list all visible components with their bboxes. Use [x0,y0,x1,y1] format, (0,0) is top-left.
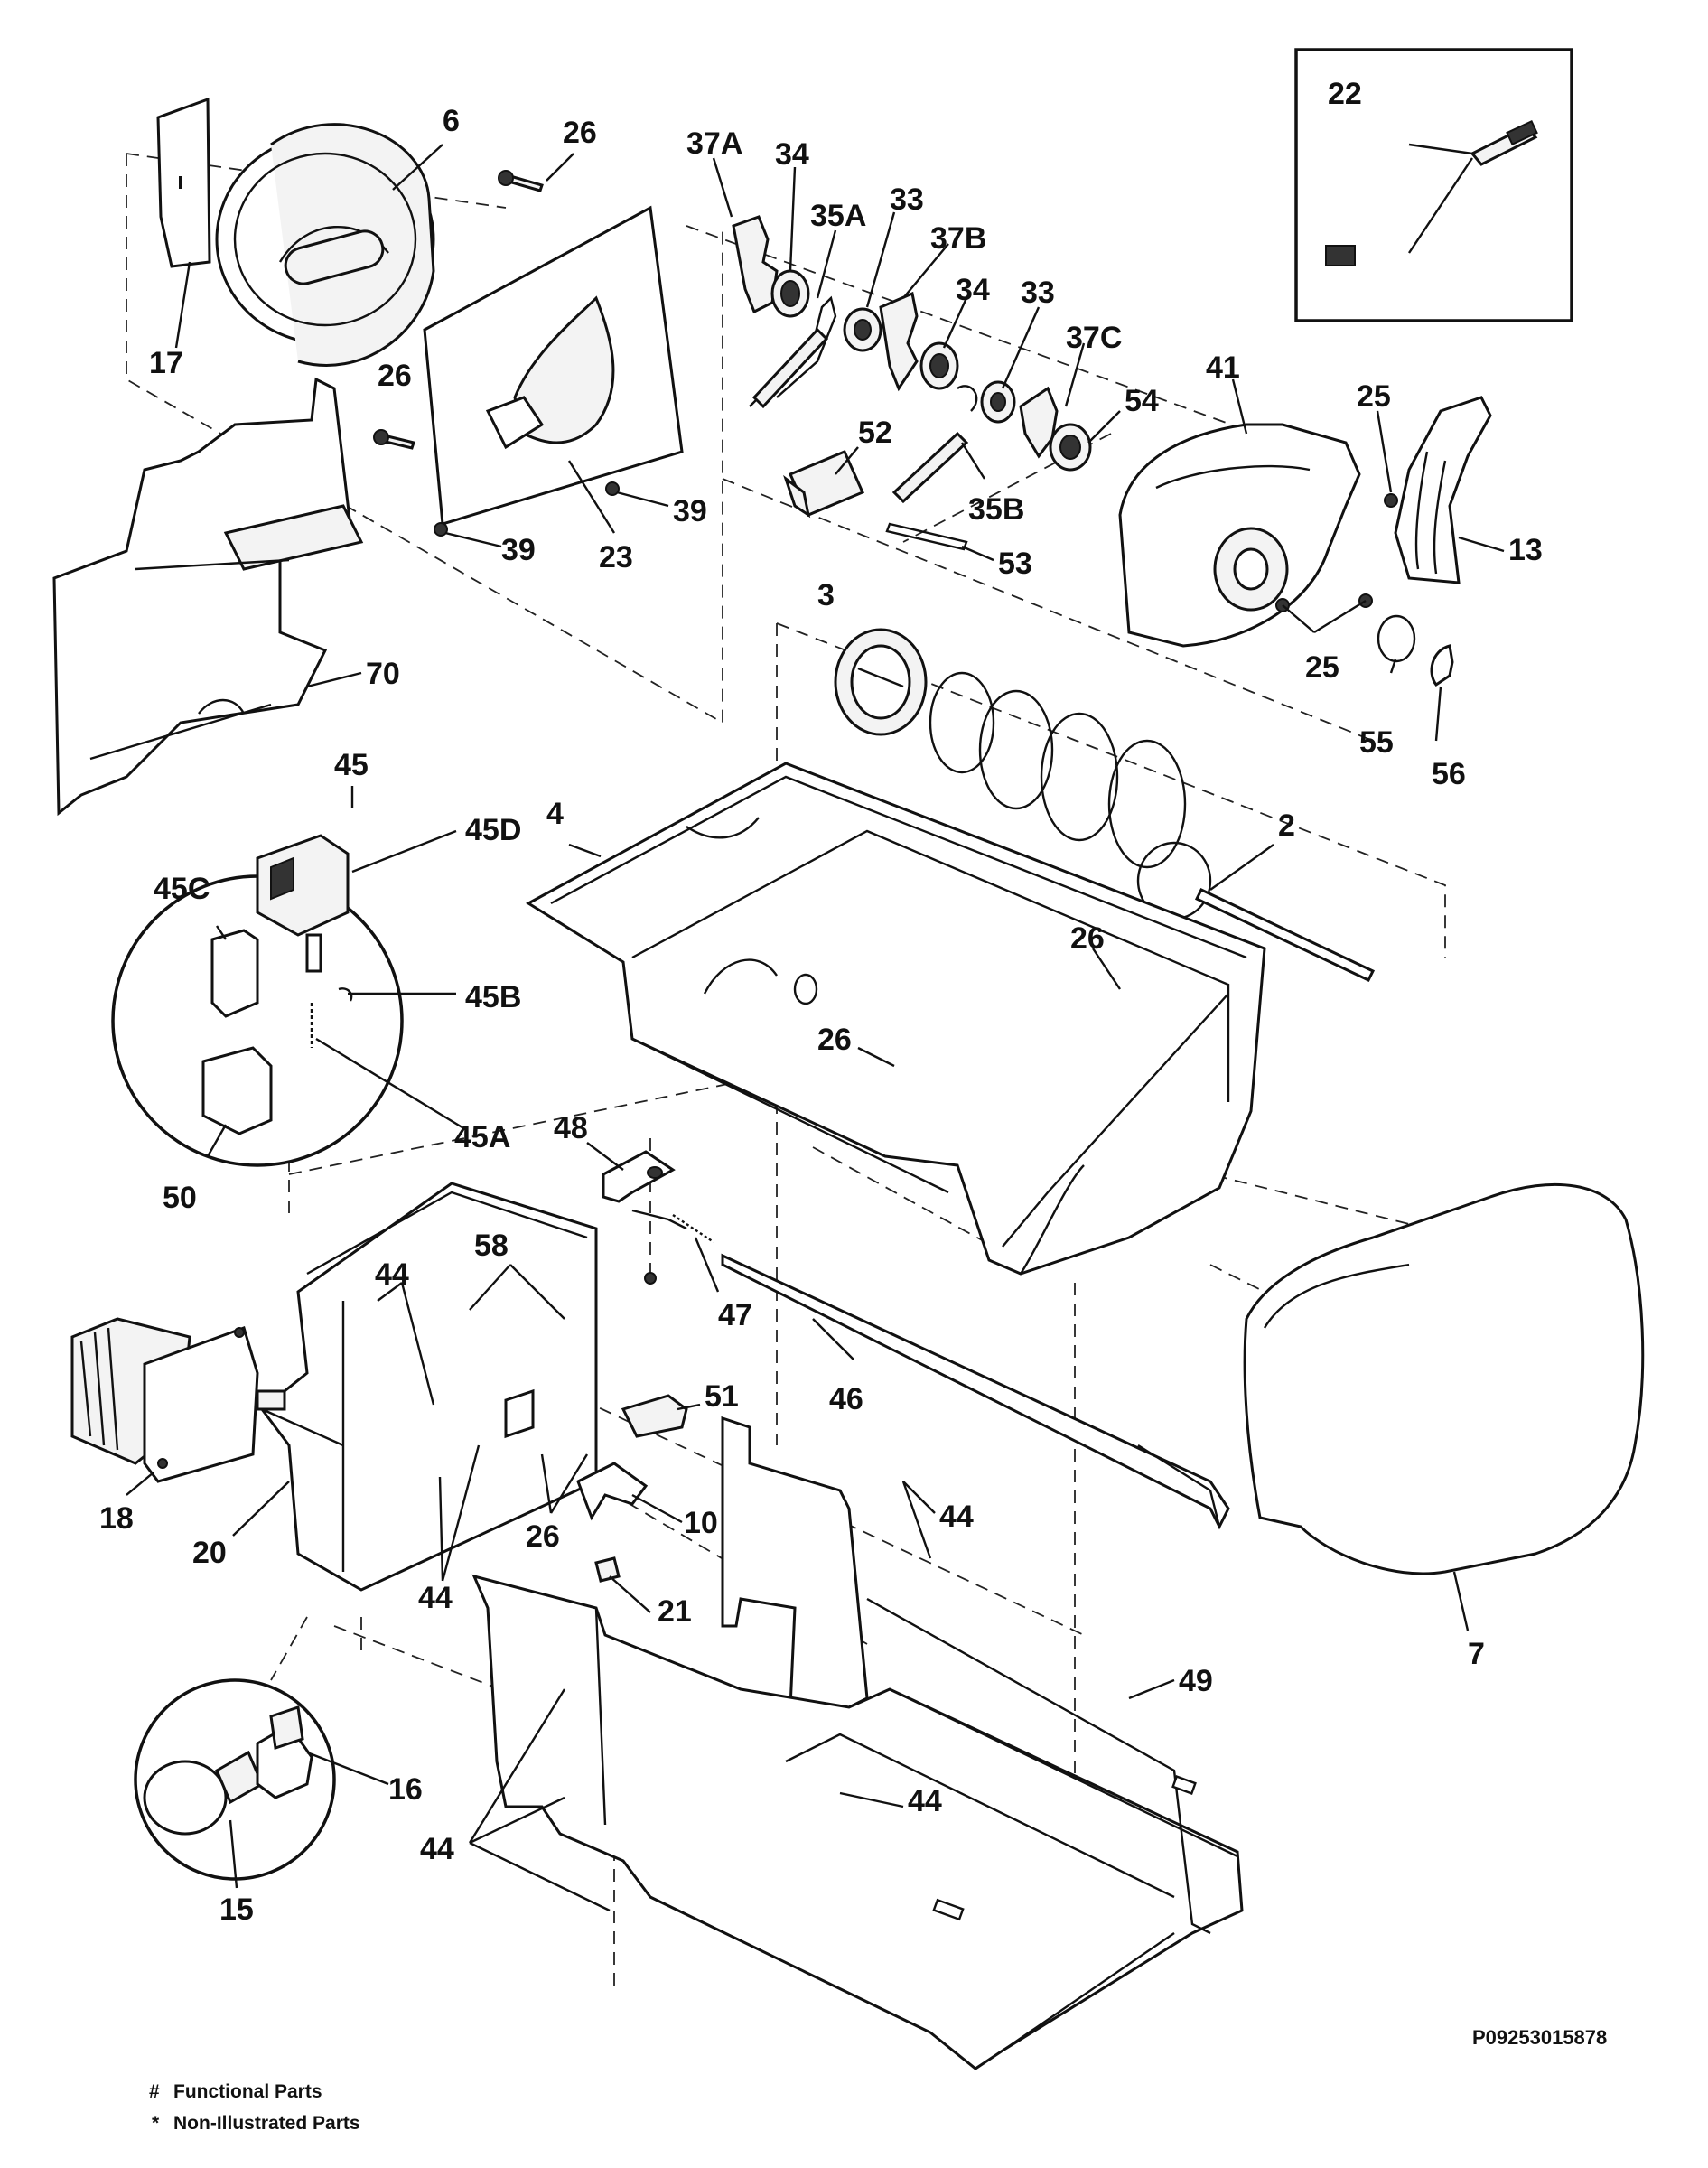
callout-48: 48 [554,1111,588,1145]
part-6-drum [215,123,435,367]
callout-25-b: 25 [1305,650,1339,685]
part-2-auger [929,671,1376,982]
callout-37a: 37A [686,126,742,161]
part-13-deflector [1394,396,1492,584]
leader-lines [126,144,1505,1912]
legend-symbol-non-illustrated: * [152,2113,160,2134]
callout-35a: 35A [810,199,866,233]
callout-18: 18 [99,1501,134,1536]
callout-46: 46 [829,1382,863,1416]
callout-2: 2 [1278,808,1295,843]
part-15-16-inset [134,1678,336,1881]
callout-37b: 37B [930,221,986,256]
part-70-housing [52,377,364,817]
part-51-cam [621,1394,688,1438]
callout-52: 52 [858,416,892,450]
callout-56: 56 [1432,757,1466,791]
callout-23: 23 [599,540,633,575]
callout-54: 54 [1125,384,1159,418]
callout-51: 51 [705,1379,739,1414]
part-21-clip [594,1556,621,1583]
callout-17: 17 [149,346,183,380]
callout-39-a: 39 [673,494,707,528]
callout-16: 16 [388,1772,423,1807]
part-4-bucket [526,762,1266,1276]
callout-20: 20 [192,1536,227,1570]
callout-34-b: 34 [956,273,990,307]
callout-34-a: 34 [775,137,809,172]
inset-box-part-22 [1294,48,1573,322]
callout-39-b: 39 [501,533,536,567]
part-18-motor [70,1317,286,1483]
part-41-cover [1118,423,1361,648]
callout-26-b: 26 [378,359,412,393]
part-23-plate [423,205,684,526]
callout-44-c: 44 [418,1581,453,1615]
callout-44-d: 44 [908,1784,942,1818]
diagram-code: P09253015878 [1472,2026,1607,2049]
callout-33-a: 33 [890,182,924,217]
callout-49: 49 [1179,1664,1213,1698]
part-10-bracket [576,1462,649,1521]
part-45-inset [111,834,404,1167]
callout-53: 53 [998,547,1032,581]
part-17-plate [156,97,211,268]
callout-33-b: 33 [1021,276,1055,310]
callout-4: 4 [546,797,564,831]
legend-text-non-illustrated: Non-Illustrated Parts [173,2113,360,2134]
part-55-ring [1377,614,1416,663]
callout-45c: 45C [154,872,210,906]
part-49-tray [471,1574,1244,2070]
legend: # Functional Parts * Non-Illustrated Par… [149,2081,360,2134]
callout-45a: 45A [454,1120,510,1154]
part-7-front-cover [1243,1182,1645,1575]
callout-44-e: 44 [420,1832,454,1866]
callout-labels: 22 6 26 37A 34 35A 33 37B 34 33 37C 17 2… [99,77,1543,1927]
callout-44-b: 44 [939,1500,974,1534]
auger-crusher-stack [732,215,1092,551]
callout-3: 3 [817,578,835,612]
callout-58: 58 [474,1229,509,1263]
callout-6: 6 [443,104,460,138]
legend-text-functional: Functional Parts [173,2081,322,2102]
callout-26-d: 26 [817,1023,852,1057]
part-56-clip [1430,644,1454,687]
callout-37c: 37C [1066,321,1122,355]
callout-45d: 45D [465,813,521,847]
callout-45b: 45B [465,980,521,1014]
callout-10: 10 [684,1506,718,1540]
callout-44-a: 44 [375,1257,409,1292]
callout-35b: 35B [968,492,1024,527]
callout-26-e: 26 [526,1519,560,1554]
callout-50: 50 [163,1181,197,1215]
callout-47: 47 [718,1298,752,1332]
callout-22: 22 [1328,77,1362,111]
callout-13: 13 [1508,533,1543,567]
callout-45: 45 [334,748,369,782]
callout-70: 70 [366,657,400,691]
callout-26-a: 26 [563,116,597,150]
callout-55: 55 [1359,725,1394,760]
part-3-bearing [834,628,928,736]
bracket-plate [721,1416,869,1709]
callout-15: 15 [219,1892,254,1927]
callout-21: 21 [658,1594,692,1629]
callout-25-a: 25 [1357,379,1391,414]
callout-7: 7 [1468,1637,1485,1671]
callout-41: 41 [1206,350,1240,385]
callout-26-c: 26 [1070,921,1105,956]
legend-symbol-functional: # [149,2081,160,2102]
part-48-47-46 [602,1150,1230,1530]
